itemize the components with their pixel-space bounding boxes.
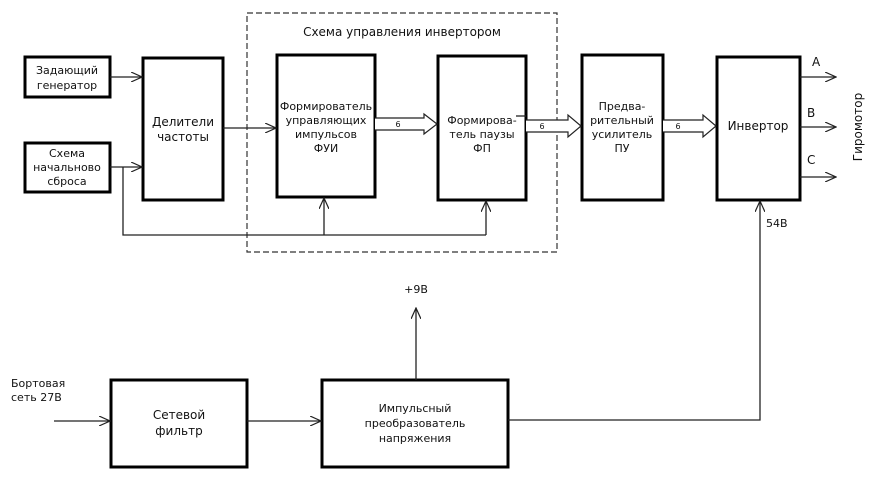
fui-label-2: управляющих <box>286 114 367 127</box>
filter-label-1: Сетевой <box>153 408 205 422</box>
fp-label-2: тель паузы <box>449 128 514 141</box>
converter-label-1: Импульсный <box>379 402 452 415</box>
reset-label-2: начальново <box>33 161 101 174</box>
inverter-control-group-title: Схема управления инвертором <box>303 25 501 39</box>
fp-label-3: ФП <box>473 142 491 155</box>
phase-a-label: A <box>812 55 821 69</box>
master-generator-label-2: генератор <box>37 79 97 92</box>
fui-block: Формирователь управляющих импульсов ФУИ <box>275 53 377 199</box>
pu-label-2: рительный <box>590 114 654 127</box>
fp-label-1: Формирова- <box>447 114 517 127</box>
pu-label-1: Предва- <box>599 100 646 113</box>
reset-label-1: Схема <box>49 147 85 160</box>
bus-width-label-2: 6 <box>539 122 544 131</box>
master-generator-label-1: Задающий <box>36 64 98 77</box>
supply-9v-label: +9В <box>404 283 428 296</box>
reset-circuit-block: Схема начальново сброса <box>23 141 112 194</box>
converter-label-2: преобразователь <box>365 417 466 430</box>
bus-pu-to-inverter: 6 <box>663 113 717 139</box>
master-generator-block: Задающий генератор <box>23 55 112 99</box>
input-label-2: сеть 27В <box>11 391 62 404</box>
inverter-control-group <box>246 12 558 253</box>
fui-label-1: Формирователь <box>280 100 372 113</box>
reset-label-3: сброса <box>47 175 86 188</box>
bus-fui-to-fp: 6 <box>375 112 438 136</box>
gyromotor-label: Гиромотор <box>851 93 865 161</box>
phase-b-label: B <box>807 106 815 120</box>
fp-block: Формирова- тель паузы ФП <box>436 54 528 202</box>
supply-54v-line <box>508 201 760 421</box>
fui-label-3: импульсов <box>295 128 357 141</box>
pulse-converter-block: Импульсный преобразователь напряжения <box>320 378 510 469</box>
inverter-block: Инвертор <box>715 55 802 202</box>
inverter-label: Инвертор <box>728 119 789 133</box>
input-label-1: Бортовая <box>11 377 65 390</box>
dividers-label-1: Делители <box>152 115 214 129</box>
bus-width-label-3: 6 <box>675 122 680 131</box>
pre-amplifier-block: Предва- рительный усилитель ПУ <box>580 53 665 202</box>
bus-fp-to-pu: 6 <box>526 113 582 139</box>
filter-label-2: фильтр <box>155 424 202 438</box>
converter-label-3: напряжения <box>379 432 451 445</box>
bus-width-label-1: 6 <box>395 120 400 129</box>
pu-label-4: ПУ <box>615 142 630 155</box>
fui-label-4: ФУИ <box>314 142 338 155</box>
phase-c-label: C <box>807 153 815 167</box>
line-filter-block: Сетевой фильтр <box>109 378 249 469</box>
supply-54v-label: 54В <box>766 217 788 230</box>
frequency-dividers-block: Делители частоты <box>141 56 225 202</box>
reset-bus-line <box>122 167 486 236</box>
pu-label-3: усилитель <box>592 128 653 141</box>
dividers-label-2: частоты <box>157 130 209 144</box>
